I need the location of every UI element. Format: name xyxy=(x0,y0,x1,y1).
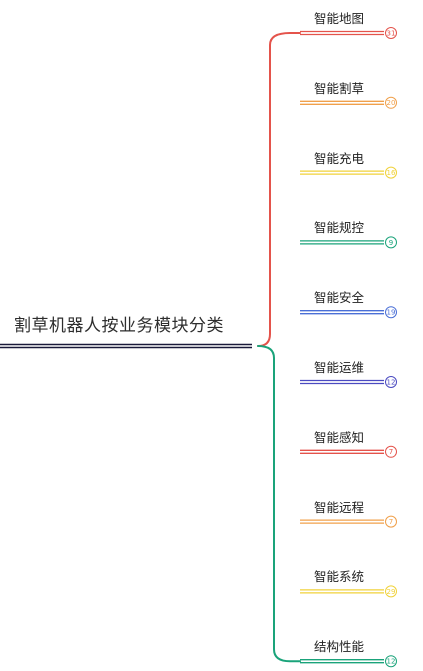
branch-connectors xyxy=(257,32,301,663)
count-badge-text: 7 xyxy=(389,448,393,456)
branch-node[interactable]: 7 xyxy=(300,445,397,458)
count-badge-text: 9 xyxy=(389,239,393,247)
count-badge-text: 31 xyxy=(387,29,396,37)
branch-node[interactable]: 29 xyxy=(300,585,397,598)
count-badge-text: 7 xyxy=(389,518,393,526)
count-badge-text: 20 xyxy=(387,99,396,107)
branch-label[interactable]: 智能远程 xyxy=(314,499,365,515)
branch-label[interactable]: 智能充电 xyxy=(314,150,365,166)
upper-brace xyxy=(257,32,301,347)
branch-node[interactable]: 16 xyxy=(300,166,397,179)
branch-node[interactable]: 19 xyxy=(300,306,397,319)
branch-label[interactable]: 智能安全 xyxy=(314,290,365,306)
count-badge-text: 12 xyxy=(387,378,396,386)
branch-node[interactable]: 31 xyxy=(300,27,397,39)
count-badge-text: 16 xyxy=(387,169,396,177)
count-badge[interactable] xyxy=(385,96,397,109)
count-badge[interactable] xyxy=(385,306,397,319)
branch-lines: 31 20 16 9 19 12 7 7 29 12 xyxy=(300,27,397,668)
count-badge[interactable] xyxy=(385,376,397,388)
count-badge[interactable] xyxy=(385,585,397,598)
branch-label[interactable]: 智能感知 xyxy=(314,429,365,445)
count-badge[interactable] xyxy=(385,27,397,39)
count-badge-text: 12 xyxy=(387,658,396,666)
count-badge[interactable] xyxy=(385,655,397,668)
branch-node[interactable]: 12 xyxy=(300,376,397,388)
count-badge[interactable] xyxy=(385,166,397,179)
count-badge-text: 29 xyxy=(387,588,396,596)
count-badge-text: 19 xyxy=(387,309,396,317)
count-badge[interactable] xyxy=(385,515,397,528)
branch-label[interactable]: 智能割草 xyxy=(314,80,365,96)
branch-label[interactable]: 智能运维 xyxy=(314,360,365,375)
branch-label[interactable]: 智能系统 xyxy=(314,569,365,585)
branch-node[interactable]: 20 xyxy=(300,96,397,109)
branch-label[interactable]: 智能地图 xyxy=(314,11,365,26)
root-topic[interactable]: 割草机器人按业务模块分类 xyxy=(14,316,224,336)
lower-brace xyxy=(257,345,301,663)
count-badge[interactable] xyxy=(385,236,397,249)
branch-node[interactable]: 9 xyxy=(300,236,397,249)
root-underline xyxy=(0,343,252,349)
branch-label[interactable]: 结构性能 xyxy=(314,639,365,655)
branch-node[interactable]: 7 xyxy=(300,515,397,528)
count-badge[interactable] xyxy=(385,445,397,458)
branch-label[interactable]: 智能规控 xyxy=(314,220,365,236)
branch-node[interactable]: 12 xyxy=(300,655,397,668)
